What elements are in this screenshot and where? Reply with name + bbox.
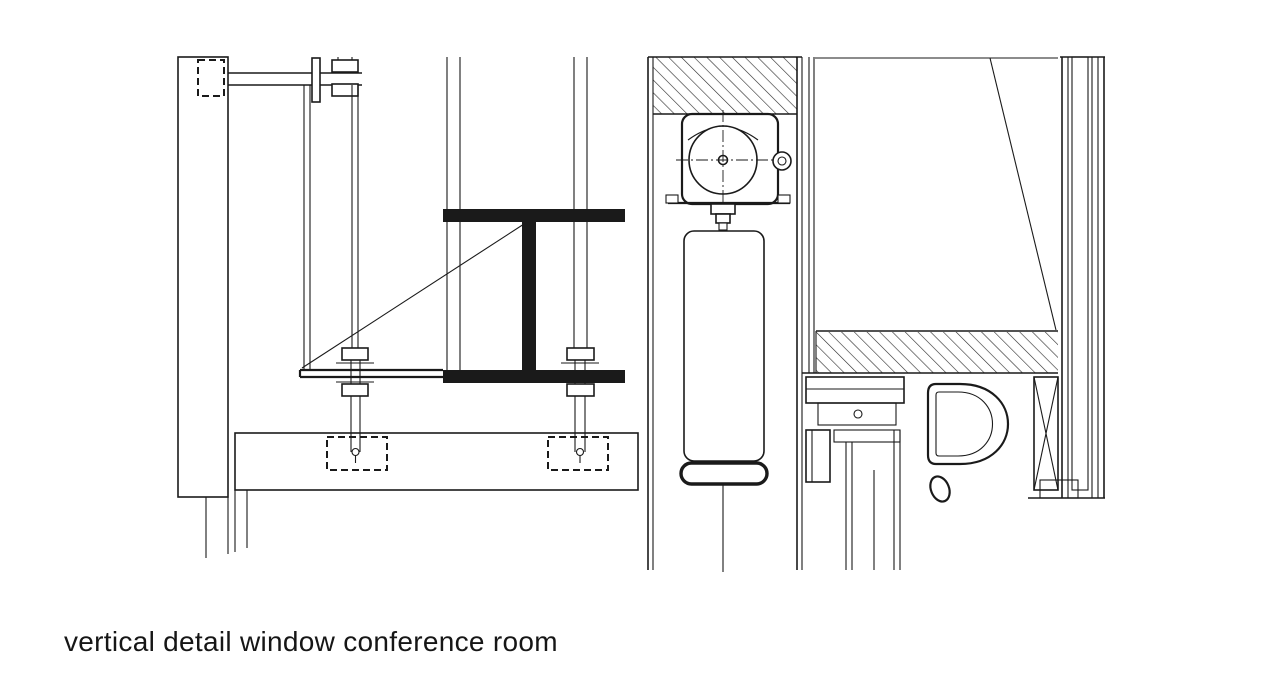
brick-tile-column xyxy=(1071,56,1089,491)
roller-blind-bottom-bar xyxy=(679,461,769,572)
slab-hatch xyxy=(234,432,639,491)
wall-hatch xyxy=(177,56,229,498)
bracket-bolt-head xyxy=(331,59,359,73)
housing-fixing-bolt xyxy=(772,151,792,171)
threaded-rods xyxy=(303,57,588,370)
base-plate xyxy=(298,223,525,379)
drawing-caption: vertical detail window conference room xyxy=(64,626,558,657)
coil-hanger-lower xyxy=(715,213,731,224)
window-head-frame xyxy=(805,376,905,570)
handle-profile xyxy=(926,382,1009,503)
screw-icon xyxy=(853,409,863,419)
ceiling-hatch-center xyxy=(653,57,797,114)
lintel-hatch-band xyxy=(816,332,1058,373)
coil-hanger-upper xyxy=(710,203,736,215)
facade-column-right xyxy=(1028,56,1105,499)
handle-inner xyxy=(935,391,993,457)
coil-stack xyxy=(683,230,765,462)
steel-i-beam xyxy=(443,209,625,383)
concrete-wall-left xyxy=(177,56,229,558)
ceiling-structure-right xyxy=(802,57,1058,374)
hanger-bracket xyxy=(228,57,362,103)
bolt-nut-lower-left xyxy=(341,383,369,397)
bolt-nut-upper-left xyxy=(341,347,369,361)
gasket-ellipse xyxy=(929,475,951,503)
wall-anchor-dashed-box xyxy=(197,59,225,97)
bolt-nut-lower-right xyxy=(566,383,595,397)
bottom-bar xyxy=(679,461,769,486)
roller-blind-housing xyxy=(665,110,792,231)
diagonal-brace xyxy=(301,223,525,369)
anchor-bolts xyxy=(326,347,609,471)
timber-blocking xyxy=(1033,376,1059,491)
roller-blind-coil xyxy=(683,230,765,462)
bracket-plate xyxy=(311,57,321,103)
bracket-bolt-nut xyxy=(331,83,359,97)
ceiling-diagonal xyxy=(989,57,1057,331)
beam-bottom-flange xyxy=(443,370,625,383)
head-profile xyxy=(805,376,905,404)
beam-web xyxy=(522,222,536,370)
concrete-slab xyxy=(234,432,639,552)
handle-outer xyxy=(926,382,1009,466)
bolt-nut-upper-right xyxy=(566,347,595,361)
blind-bay-frame xyxy=(647,56,815,570)
beam-top-flange xyxy=(443,209,625,222)
glazing-bead-hatch xyxy=(817,402,897,426)
